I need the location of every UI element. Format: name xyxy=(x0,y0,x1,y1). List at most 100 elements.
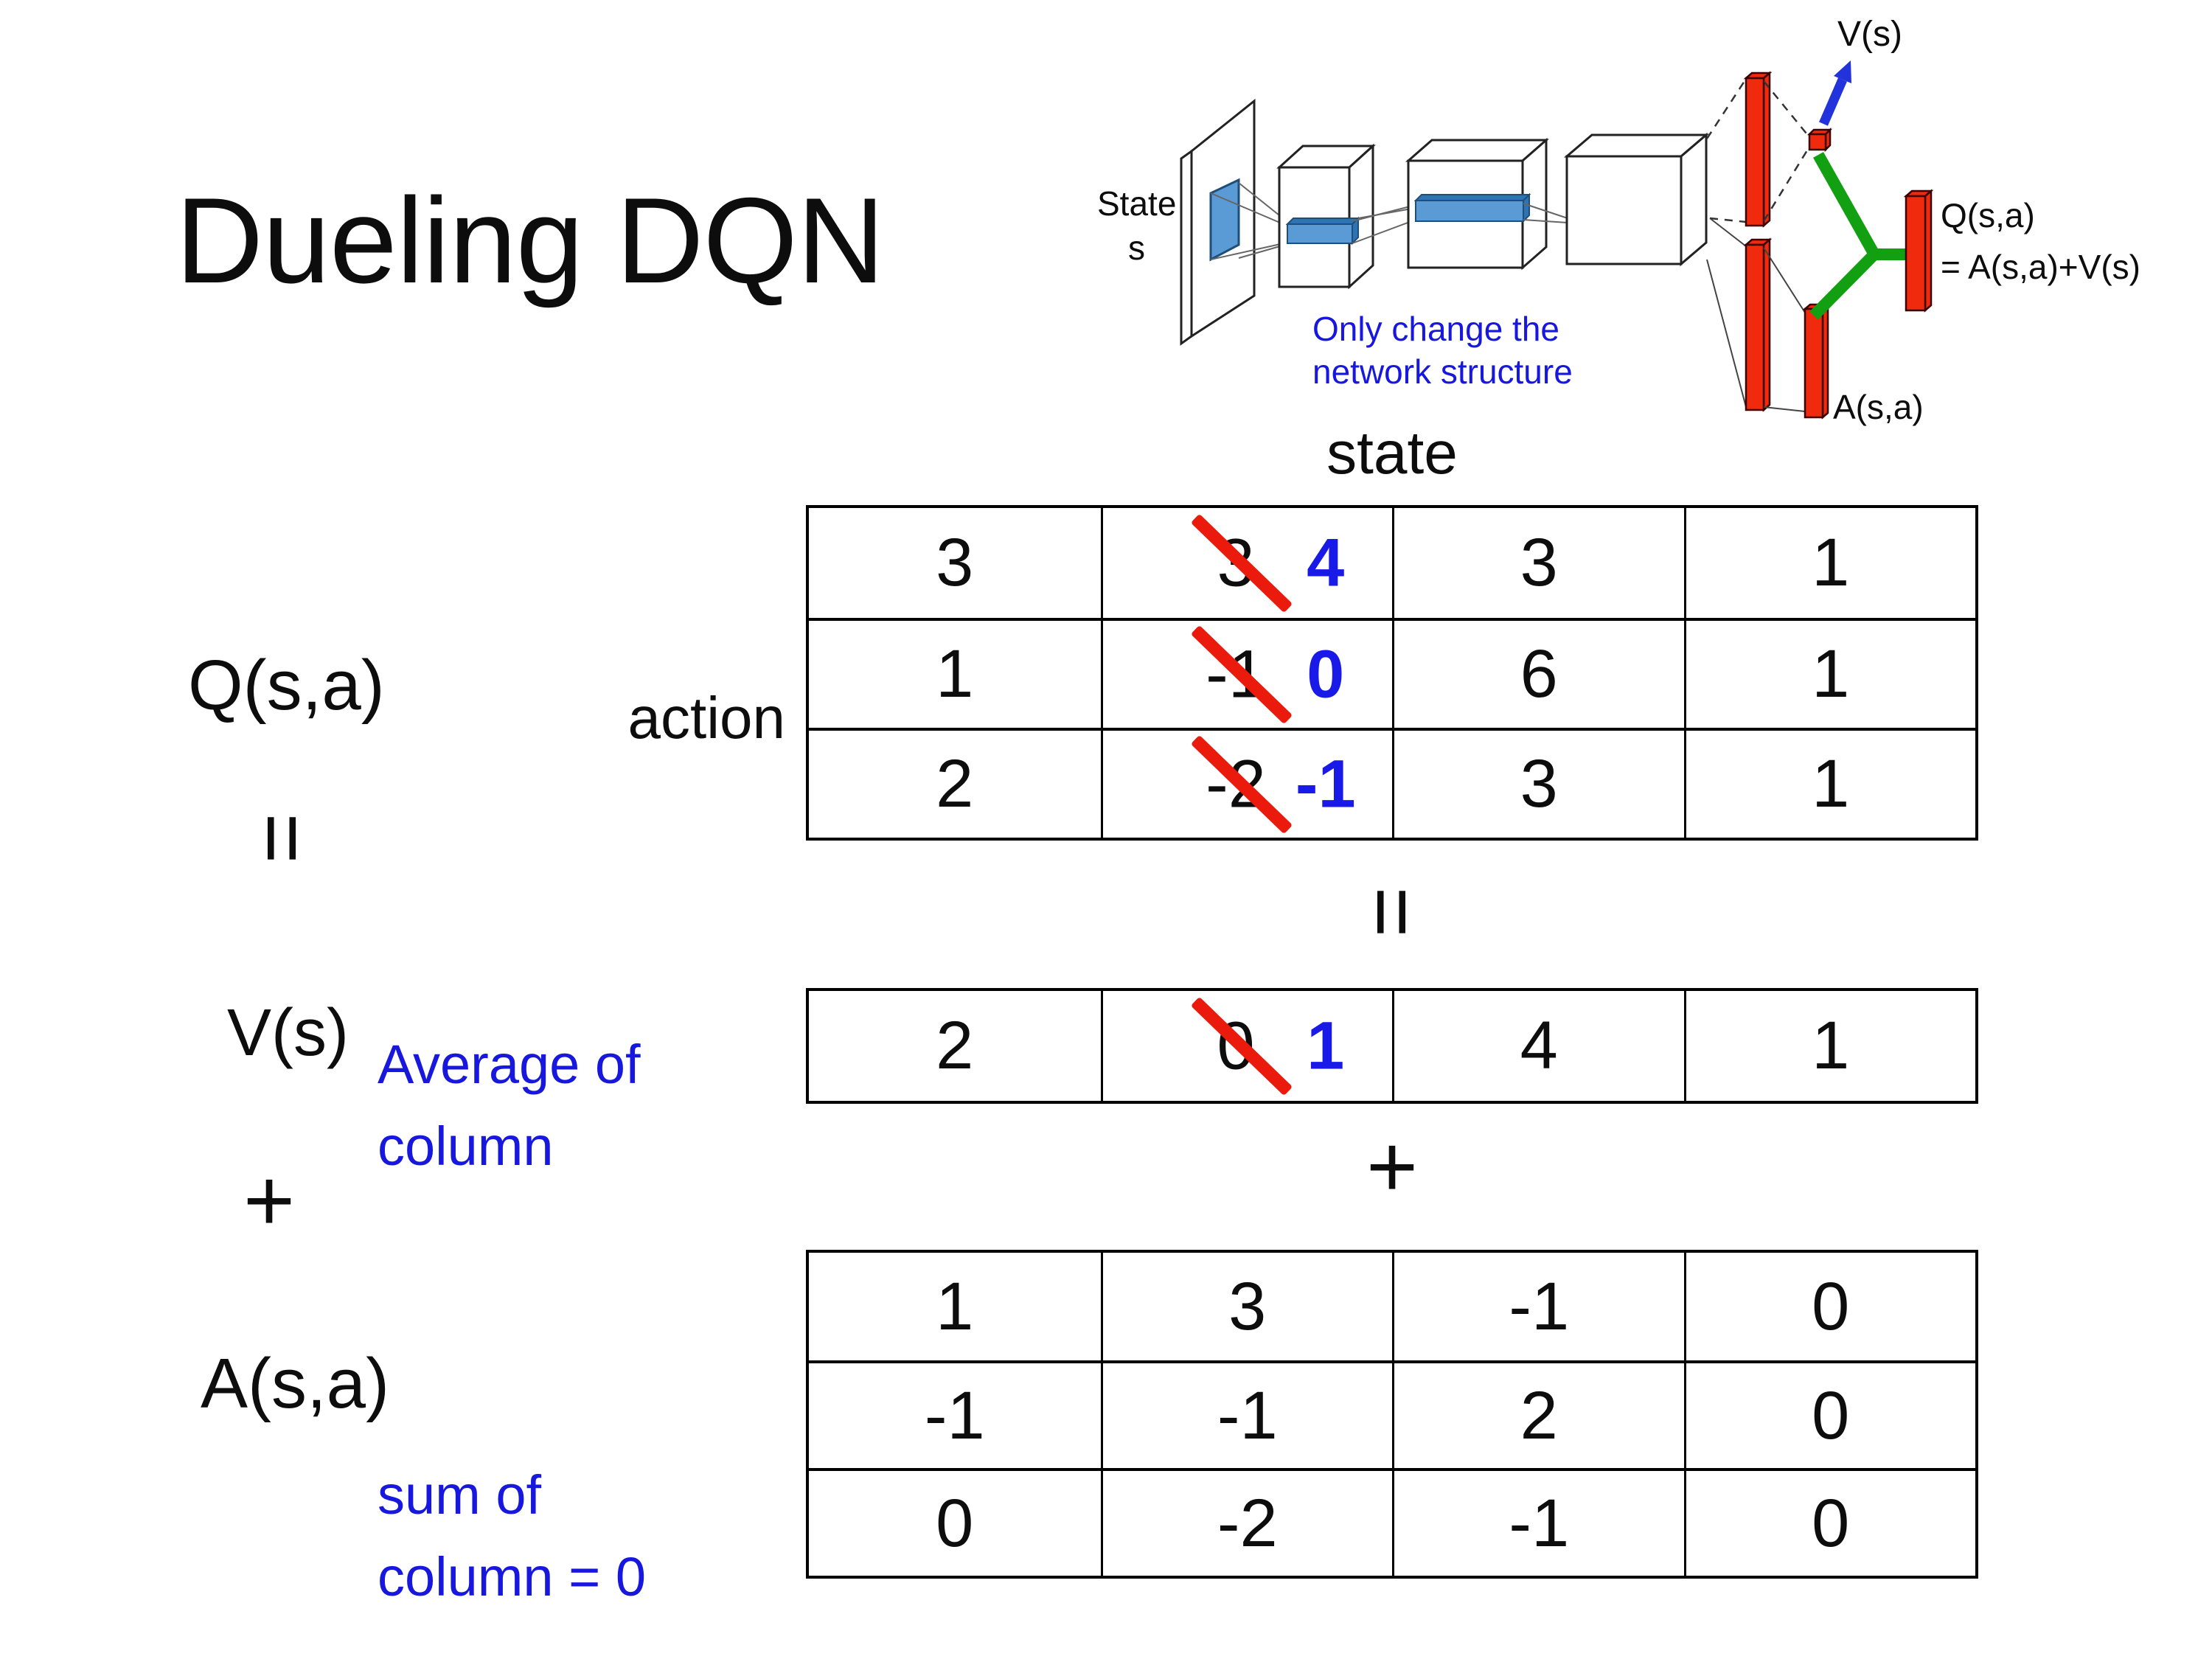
cell-value: 6 xyxy=(1520,636,1558,712)
table-cell: 3 xyxy=(809,508,1101,618)
equals-sign-center: = xyxy=(1343,886,1441,938)
conv-box-4 xyxy=(1563,132,1710,267)
table-cell: 3 xyxy=(1100,1253,1393,1360)
cell-value: 3 xyxy=(1520,525,1558,600)
stream-connections xyxy=(1762,80,1811,412)
state-input-label-line2: s xyxy=(1128,229,1145,267)
cell-value: 1 xyxy=(1812,636,1850,712)
action-row-header: action xyxy=(627,685,785,751)
v-note-line2: column xyxy=(378,1116,554,1177)
value-arrow xyxy=(1819,60,1851,126)
q-table: 3 3 4 3 1 1 -1 0 6 1 2 -2 -1 3 1 xyxy=(806,505,1978,841)
cell-value: -1 xyxy=(1509,1268,1570,1344)
value-node xyxy=(1806,127,1833,153)
conv-box-2 xyxy=(1276,143,1376,290)
conv-funnel-lines xyxy=(1523,203,1568,223)
table-cell: 1 xyxy=(1683,991,1976,1101)
state-input-label-line1: State xyxy=(1097,184,1176,223)
a-output-label: A(s,a) xyxy=(1833,388,1924,426)
plus-sign-left: + xyxy=(243,1151,296,1250)
cell-value: -1 xyxy=(1217,1377,1278,1453)
slide-title: Dueling DQN xyxy=(175,173,885,308)
advantage-bar xyxy=(1802,302,1831,420)
table-cell: 3 xyxy=(1392,508,1684,618)
a-note-line2: column = 0 xyxy=(378,1546,647,1607)
network-diagram: State s V(s) Q(s,a) = A(s,a)+V(s) A(s,a)… xyxy=(1097,15,2140,426)
cell-value: 3 xyxy=(1520,746,1558,821)
cell-value: 0 xyxy=(936,1485,974,1561)
cell-value: -1 xyxy=(924,1377,985,1453)
q-matrix-label: Q(s,a) xyxy=(188,646,385,725)
equals-sign-left: = xyxy=(234,813,331,864)
cell-value: 0 xyxy=(1812,1377,1850,1453)
table-cell: -1 xyxy=(1100,1360,1392,1468)
v-output-label: V(s) xyxy=(1837,15,1902,54)
cell-value: 3 xyxy=(1228,1268,1267,1344)
conv-funnel-lines xyxy=(1352,204,1416,244)
v-note-line1: Average of xyxy=(378,1034,641,1095)
cell-value: 0 xyxy=(1812,1485,1850,1561)
cell-value: 4 xyxy=(1520,1008,1558,1083)
cell-value: 3 xyxy=(936,525,974,600)
table-cell: 1 xyxy=(1683,508,1976,618)
a-matrix-label: A(s,a) xyxy=(201,1344,390,1423)
table-cell: 0 xyxy=(809,1468,1101,1576)
network-note-line2: network structure xyxy=(1312,352,1573,391)
cell-value: 1 xyxy=(1812,525,1850,600)
cell-value: 0 xyxy=(1812,1268,1850,1344)
table-cell-corrected: 0 1 xyxy=(1100,991,1393,1101)
fc-bar-advantage-stream xyxy=(1743,237,1773,412)
a-note: sum of column = 0 xyxy=(378,1454,646,1618)
state-column-header: state xyxy=(1326,420,1458,487)
conv-slab-blue xyxy=(1415,200,1524,222)
table-cell-corrected: -2 -1 xyxy=(1100,728,1392,838)
table-cell: 1 xyxy=(809,618,1101,728)
conv-patch-blue xyxy=(1209,178,1240,262)
q-output-label-line1: Q(s,a) xyxy=(1941,196,2035,234)
table-cell: 4 xyxy=(1392,991,1684,1101)
table-cell-corrected: 3 4 xyxy=(1100,508,1393,618)
a-table: 1 3 -1 0 -1 -1 2 0 0 -2 -1 0 xyxy=(806,1250,1978,1579)
cell-value: 2 xyxy=(936,1008,974,1083)
v-table: 2 0 1 4 1 xyxy=(806,988,1978,1104)
table-cell: -1 xyxy=(1392,1468,1684,1576)
table-cell: 2 xyxy=(809,728,1101,838)
table-cell: 3 xyxy=(1392,728,1684,838)
a-note-line1: sum of xyxy=(378,1464,542,1526)
conv-box-3 xyxy=(1405,137,1549,271)
cell-value: -2 xyxy=(1217,1485,1278,1561)
cell-value: 1 xyxy=(1812,746,1850,821)
v-note: Average of column xyxy=(378,1023,641,1187)
fc-connections xyxy=(1705,78,1747,408)
table-cell: 1 xyxy=(809,1253,1101,1360)
input-plate-layer xyxy=(1180,98,1256,346)
cell-value: -1 xyxy=(1509,1485,1570,1561)
corrected-value: 4 xyxy=(1307,525,1345,600)
fc-bar-value-stream xyxy=(1743,71,1773,228)
cell-value: 2 xyxy=(1520,1377,1558,1453)
q-output-label-line2: = A(s,a)+V(s) xyxy=(1941,248,2140,286)
corrected-value: 0 xyxy=(1307,636,1345,712)
conv-slab-blue xyxy=(1287,223,1353,244)
table-cell: 6 xyxy=(1392,618,1684,728)
corrected-value: 1 xyxy=(1307,1008,1345,1083)
table-cell: 0 xyxy=(1683,1468,1975,1576)
v-matrix-label: V(s) xyxy=(227,996,349,1070)
table-cell: 2 xyxy=(809,991,1101,1101)
table-cell: 1 xyxy=(1683,728,1975,838)
cell-value: 1 xyxy=(936,1268,974,1344)
corrected-value: -1 xyxy=(1295,746,1356,821)
table-cell: 1 xyxy=(1683,618,1975,728)
network-note-line1: Only change the xyxy=(1312,310,1559,348)
table-cell: -1 xyxy=(809,1360,1101,1468)
table-cell: 0 xyxy=(1683,1360,1975,1468)
table-cell: 0 xyxy=(1683,1253,1976,1360)
cell-value: 1 xyxy=(1812,1008,1850,1083)
cell-value: 2 xyxy=(936,746,974,821)
q-output-bar xyxy=(1903,189,1934,313)
table-cell-corrected: -1 0 xyxy=(1100,618,1392,728)
cell-value: 1 xyxy=(936,636,974,712)
table-cell: -2 xyxy=(1100,1468,1392,1576)
plus-sign-center: + xyxy=(1366,1117,1419,1216)
